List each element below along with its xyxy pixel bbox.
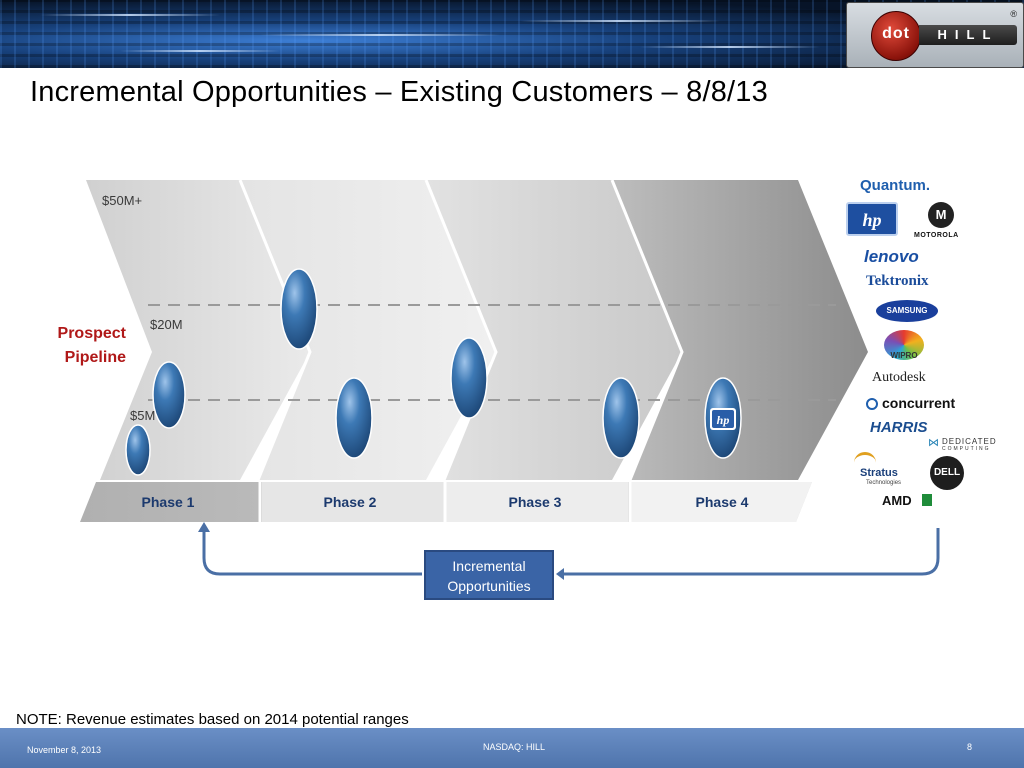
hp-icon-mark: hp [717,413,730,427]
phase-2-label: Phase 2 [323,494,377,510]
lenovo-logo: lenovo [864,247,919,266]
incremental-line-1: Incremental [452,558,526,574]
right-connector-arrow [562,528,940,576]
harris-logo: HARRIS [870,419,928,436]
axis-label-5m: $5M [130,408,156,423]
concurrent-logo: concurrent [882,395,956,411]
amd-arrow-icon [922,494,932,506]
chevron-divider [610,179,684,481]
dell-logo: DELL [930,456,964,490]
stratus-logo: Stratus [860,467,898,479]
motorola-text: MOTOROLA [914,232,959,239]
footer-date: November 8, 2013 [27,745,102,755]
logo-dot-icon: dot [871,11,921,61]
motorola-m-icon: M [935,207,947,222]
hp-logo: hp [846,202,898,236]
wipro-logo: WIPRO [884,330,924,360]
dedicated-sub: COMPUTING [942,446,991,452]
axis-label-50m: $50M+ [102,193,143,208]
incremental-line-2: Opportunities [447,578,531,594]
opportunity-bubble [125,424,151,476]
motorola-logo: M [928,202,954,228]
logo-registered-mark: ® [1010,9,1017,19]
phase-3-label: Phase 3 [508,494,562,510]
banner-light-streak [40,14,220,16]
left-arrowhead-icon [198,522,210,532]
samsung-logo: SAMSUNG [876,300,938,322]
incremental-opportunities-box: Incremental Opportunities [424,550,554,600]
footnote: NOTE: Revenue estimates based on 2014 po… [16,711,409,728]
footer-bar: November 8, 2013 NASDAQ: HILL 8 [0,728,1024,768]
hp-logo-text: hp [862,210,882,230]
dedicated-logo: DEDICATED [942,437,997,446]
right-arrowhead-icon [556,568,564,580]
banner-light-streak [640,46,820,48]
tektronix-logo: Tektronix [866,273,929,289]
chevron-phase-2 [240,180,496,480]
logo-name-text: HILL [937,27,999,42]
concurrent-swirl-icon [866,398,878,410]
pipeline-line-2: Pipeline [64,349,126,366]
samsung-text: SAMSUNG [886,306,928,315]
chevron-divider [424,179,498,481]
page-number: 8 [967,742,973,752]
left-connector-arrow [202,530,422,576]
phase-bar-cell [446,482,628,522]
dedicated-computing-icon: ⋈ [928,437,939,449]
footer-ticker: NASDAQ: HILL [483,742,546,752]
opportunity-bubble [152,361,186,429]
axis-label-20m: $20M [150,317,183,332]
chevron-phase-4 [612,180,868,480]
stratus-swoosh-icon [854,452,876,473]
quantum-logo: Quantum. [860,177,930,194]
banner-light-streak [120,50,280,52]
page-title: Incremental Opportunities – Existing Cus… [30,76,768,108]
autodesk-logo: Autodesk [872,370,926,385]
phase-bar-cell [262,482,444,522]
chevron-phase-1 [86,180,310,480]
opportunity-bubble [450,337,488,419]
dell-text: DELL [933,467,961,478]
banner-light-streak [520,20,720,22]
logo-bar: HILL [919,25,1017,45]
pipeline-line-1: Prospect [57,325,126,342]
phase-1-label: Phase 1 [141,494,195,510]
wipro-text: WIPRO [890,351,918,360]
amd-logo: AMD [882,493,912,508]
opportunity-bubble [602,377,640,459]
opportunity-bubble [280,268,318,350]
prospect-pipeline-label: Prospect Pipeline [30,322,126,370]
chevron-divider [238,179,312,481]
phase-bar-cell [630,482,812,522]
customer-logo-list: Quantum. hp M MOTOROLA lenovo Tektronix … [846,172,996,512]
phase-4-label: Phase 4 [695,494,749,510]
logo-mark-text: dot [882,25,910,42]
banner-light-streak [260,34,500,36]
stratus-sub: Technologies [866,480,902,486]
opportunity-bubble [335,377,373,459]
